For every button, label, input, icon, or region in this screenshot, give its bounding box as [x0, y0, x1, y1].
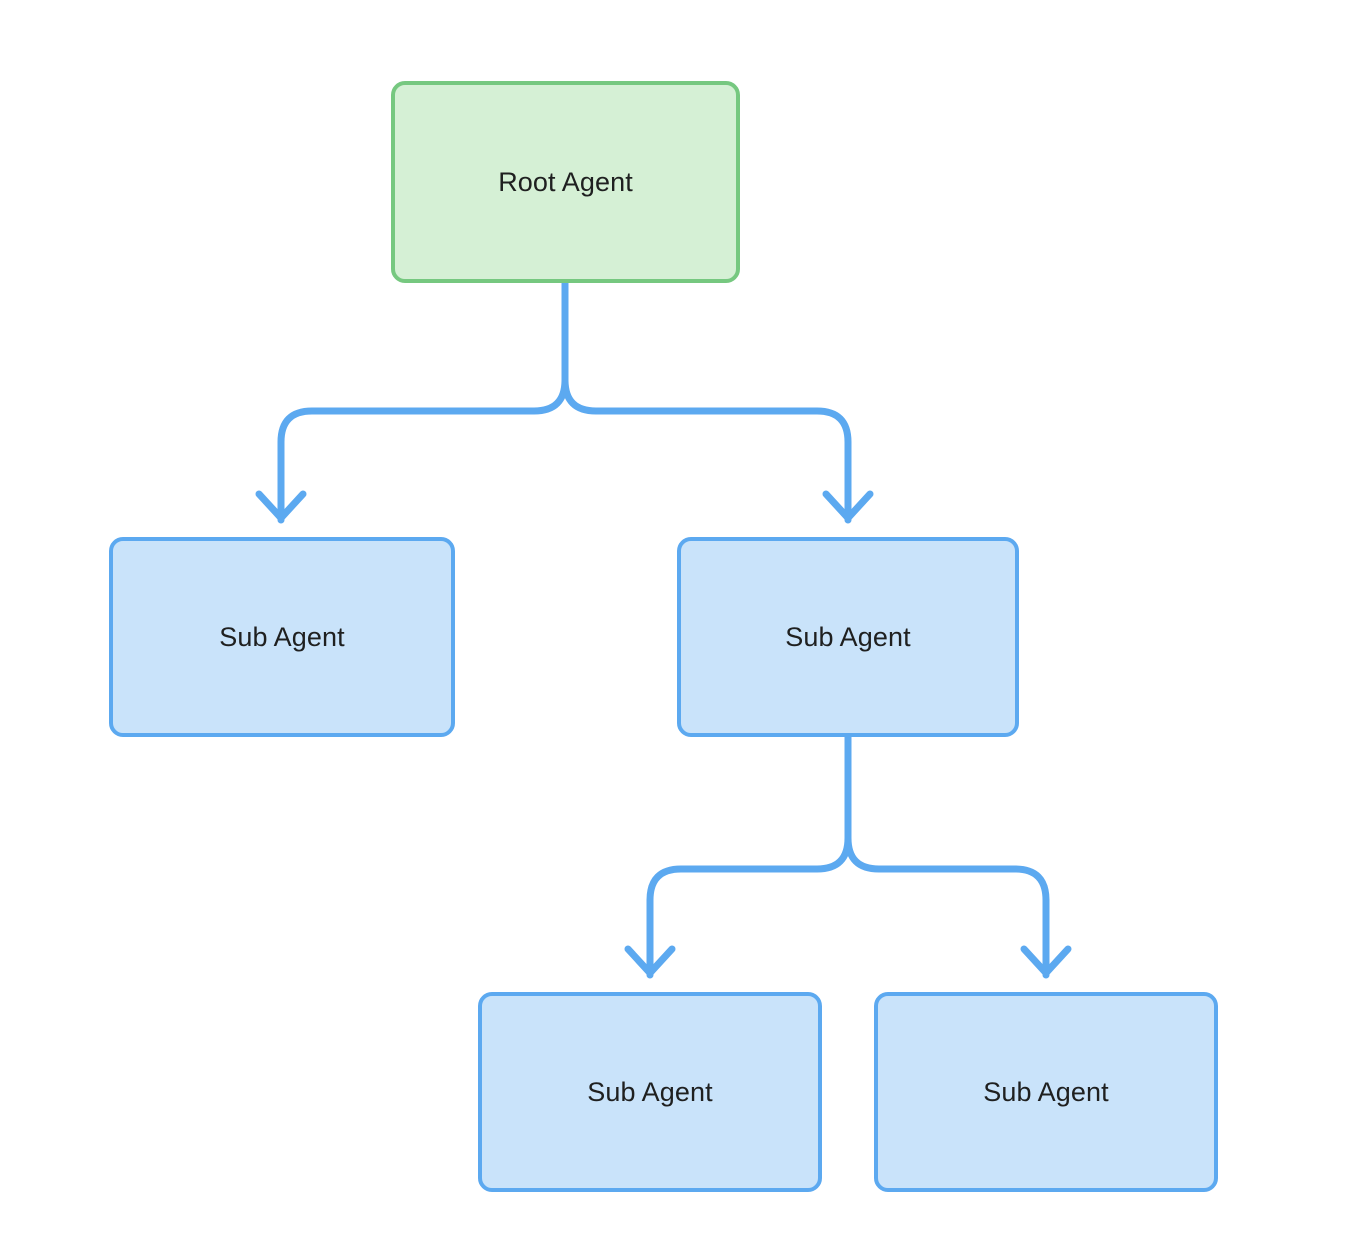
edge-sub2-sub4-arrowhead [1020, 945, 1072, 977]
edge-root-sub2-line [561, 279, 852, 524]
node-sub-agent-3-label: Sub Agent [587, 1076, 713, 1107]
node-sub-agent-2[interactable]: Sub Agent [677, 537, 1019, 737]
node-sub-agent-4-label: Sub Agent [983, 1076, 1109, 1107]
node-root-agent[interactable]: Root Agent [391, 81, 740, 283]
node-sub-agent-1[interactable]: Sub Agent [109, 537, 455, 737]
node-root-agent-label: Root Agent [498, 166, 633, 197]
node-sub-agent-2-label: Sub Agent [785, 621, 911, 652]
edge-sub2-sub4-line [844, 733, 1050, 979]
edge-root-sub2-arrowhead [822, 490, 874, 522]
node-sub-agent-1-label: Sub Agent [219, 621, 345, 652]
edge-root-sub1-arrowhead [255, 490, 307, 522]
edge-root-sub1-line [277, 279, 569, 524]
edge-sub2-sub3-arrowhead [624, 945, 676, 977]
node-sub-agent-3[interactable]: Sub Agent [478, 992, 822, 1192]
node-sub-agent-4[interactable]: Sub Agent [874, 992, 1218, 1192]
edge-sub2-sub3-line [646, 733, 852, 979]
